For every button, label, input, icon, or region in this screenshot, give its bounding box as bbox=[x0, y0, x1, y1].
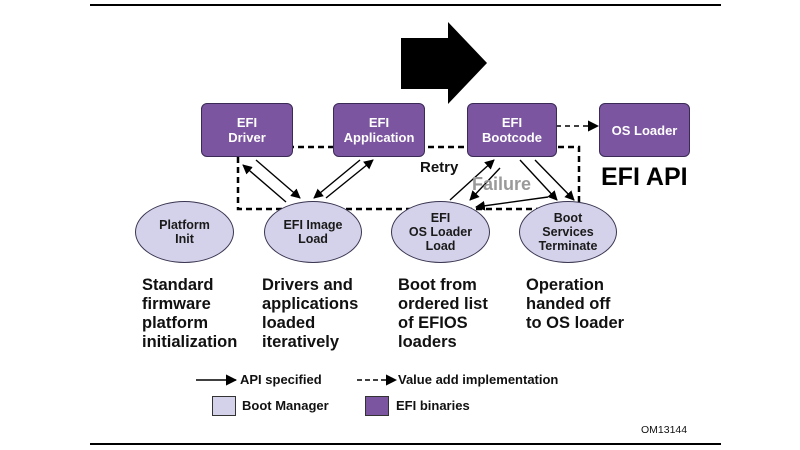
desc-terminate-line3: to OS loader bbox=[526, 314, 625, 332]
arrow-imageload-to-driver bbox=[242, 164, 287, 203]
box-efi-bootcode-line2: Bootcode bbox=[482, 130, 542, 145]
desc-os-loader-load-line4: loaders bbox=[398, 333, 457, 351]
arrow-retry bbox=[469, 167, 501, 201]
desc-os-loader-load: Boot from ordered list of EFIOS loaders bbox=[398, 276, 488, 352]
desc-terminate-line1: Operation bbox=[526, 276, 604, 294]
legend-boot-manager: Boot Manager bbox=[242, 398, 329, 413]
legend-boot-manager-swatch bbox=[212, 396, 236, 416]
top-rule bbox=[90, 4, 721, 6]
oval-platform-init: Platform Init bbox=[135, 201, 234, 263]
desc-platform-init: Standard firmware platform initializatio… bbox=[142, 276, 237, 352]
oval-os-loader-load-line2: OS Loader bbox=[408, 225, 473, 239]
box-os-loader: OS Loader bbox=[599, 103, 690, 157]
box-efi-application-line2: Application bbox=[343, 130, 415, 145]
oval-os-loader-load-line1: EFI bbox=[430, 211, 451, 225]
box-efi-driver-line1: EFI bbox=[236, 115, 258, 130]
desc-image-load-line4: iteratively bbox=[262, 333, 340, 351]
oval-terminate-line1: Boot bbox=[553, 211, 583, 225]
box-efi-driver-line2: Driver bbox=[228, 130, 266, 145]
oval-efi-os-loader-load: EFI OS Loader Load bbox=[391, 201, 490, 263]
efi-api-label: EFI API bbox=[601, 163, 688, 191]
oval-efi-image-load-line1: EFI Image bbox=[283, 218, 343, 232]
desc-platform-init-line1: Standard bbox=[142, 276, 214, 294]
desc-terminate-line2: handed off bbox=[526, 295, 611, 313]
big-progress-arrow-icon bbox=[401, 22, 487, 104]
legend-efi-binaries: EFI binaries bbox=[396, 398, 470, 413]
arrow-failure bbox=[475, 196, 549, 211]
box-efi-application: EFI Application bbox=[333, 103, 425, 157]
oval-efi-image-load: EFI Image Load bbox=[264, 201, 362, 263]
box-efi-driver: EFI Driver bbox=[201, 103, 293, 157]
desc-platform-init-line3: platform bbox=[142, 314, 208, 332]
box-os-loader-label: OS Loader bbox=[611, 122, 678, 138]
legend-api-specified: API specified bbox=[240, 372, 322, 387]
bottom-rule bbox=[90, 443, 721, 445]
arrow-imageload-to-application bbox=[325, 159, 374, 199]
desc-image-load-line2: applications bbox=[262, 295, 359, 313]
desc-image-load: Drivers and applications loaded iterativ… bbox=[262, 276, 358, 352]
desc-platform-init-line2: firmware bbox=[142, 295, 211, 313]
oval-terminate-line2: Services bbox=[542, 225, 594, 239]
figure-id: OM13144 bbox=[641, 424, 688, 436]
arrow-driver-to-imageload bbox=[255, 159, 301, 199]
desc-boot-services-terminate: Operation handed off to OS loader bbox=[526, 276, 624, 333]
oval-platform-init-line1: Platform bbox=[159, 218, 210, 232]
arrow-bootcode-to-terminate-2 bbox=[534, 159, 575, 201]
oval-efi-image-load-line2: Load bbox=[298, 232, 328, 246]
desc-image-load-line1: Drivers and bbox=[262, 276, 353, 294]
oval-platform-init-line2: Init bbox=[175, 232, 194, 246]
legend-value-add: Value add implementation bbox=[398, 372, 559, 387]
box-efi-application-line1: EFI bbox=[368, 115, 390, 130]
oval-boot-services-terminate: Boot Services Terminate bbox=[519, 201, 617, 263]
desc-os-loader-load-line1: Boot from bbox=[398, 276, 477, 294]
legend-efi-binaries-swatch bbox=[365, 396, 389, 416]
desc-os-loader-load-line3: of EFIOS bbox=[398, 314, 468, 332]
arrow-application-to-imageload bbox=[313, 159, 361, 199]
box-efi-bootcode-line1: EFI bbox=[501, 115, 523, 130]
desc-image-load-line3: loaded bbox=[262, 314, 316, 332]
failure-label: Failure bbox=[472, 174, 532, 194]
arrow-osloaderload-to-bootcode bbox=[449, 159, 495, 201]
desc-platform-init-line4: initialization bbox=[142, 333, 238, 351]
desc-os-loader-load-line2: ordered list bbox=[398, 295, 488, 313]
retry-label: Retry bbox=[420, 159, 459, 176]
box-efi-bootcode: EFI Bootcode bbox=[467, 103, 557, 157]
oval-os-loader-load-line3: Load bbox=[425, 239, 456, 253]
arrow-bootcode-to-terminate bbox=[519, 159, 558, 201]
oval-terminate-line3: Terminate bbox=[538, 239, 598, 253]
